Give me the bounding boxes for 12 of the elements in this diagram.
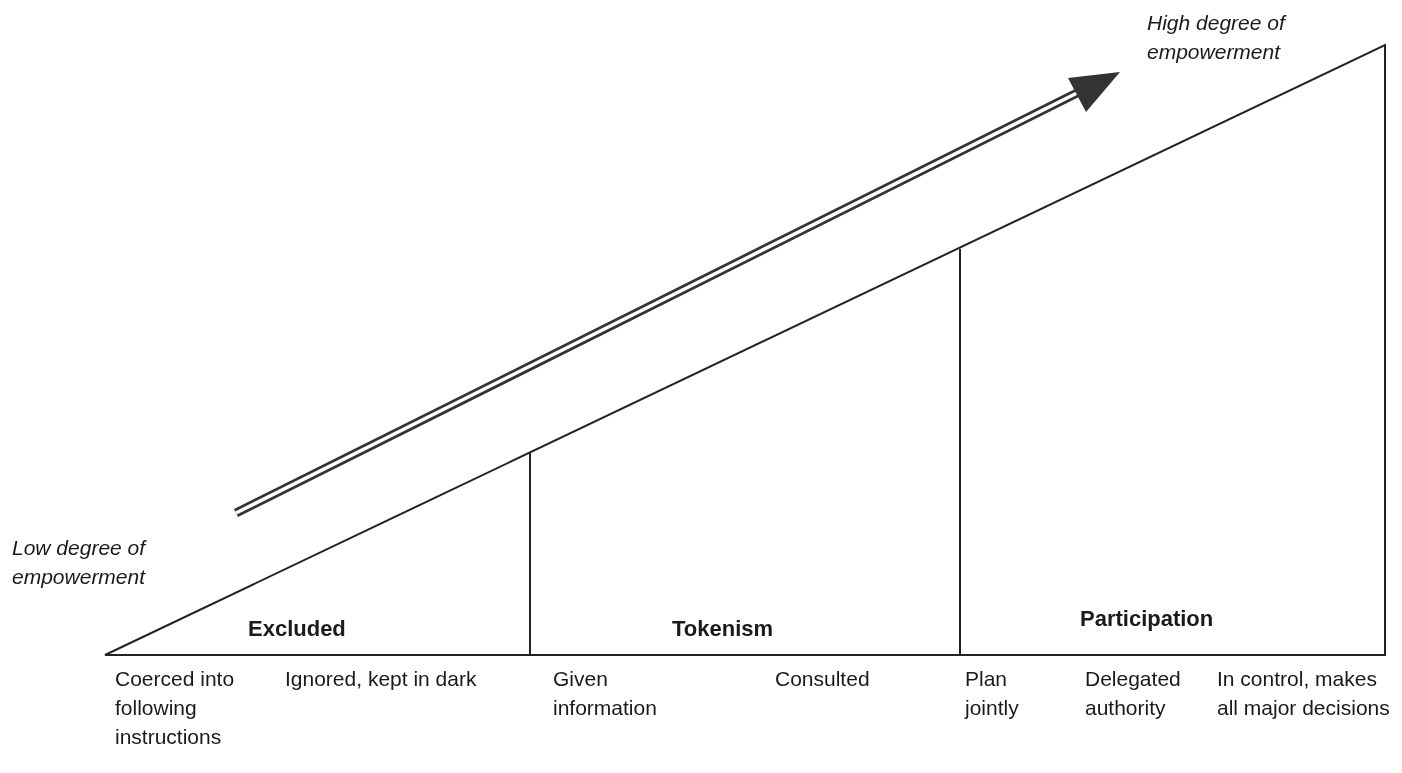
rung-label: Given information xyxy=(553,666,658,721)
rung-label: Coerced into following instructions xyxy=(115,666,236,750)
rung-label: In control, makes all major decisions xyxy=(1217,666,1391,721)
rung-label: Plan jointly xyxy=(965,666,1020,721)
rung-label: Ignored, kept in dark xyxy=(285,666,478,692)
rung-label: Delegated authority xyxy=(1085,666,1182,721)
axis-label: Low degree of empowerment xyxy=(12,535,148,590)
section-heading: Participation xyxy=(1080,605,1215,633)
section-heading: Tokenism xyxy=(672,615,775,643)
rung-label: Consulted xyxy=(775,666,871,692)
section-heading: Excluded xyxy=(248,615,347,643)
axis-label: High degree of empowerment xyxy=(1147,10,1288,65)
